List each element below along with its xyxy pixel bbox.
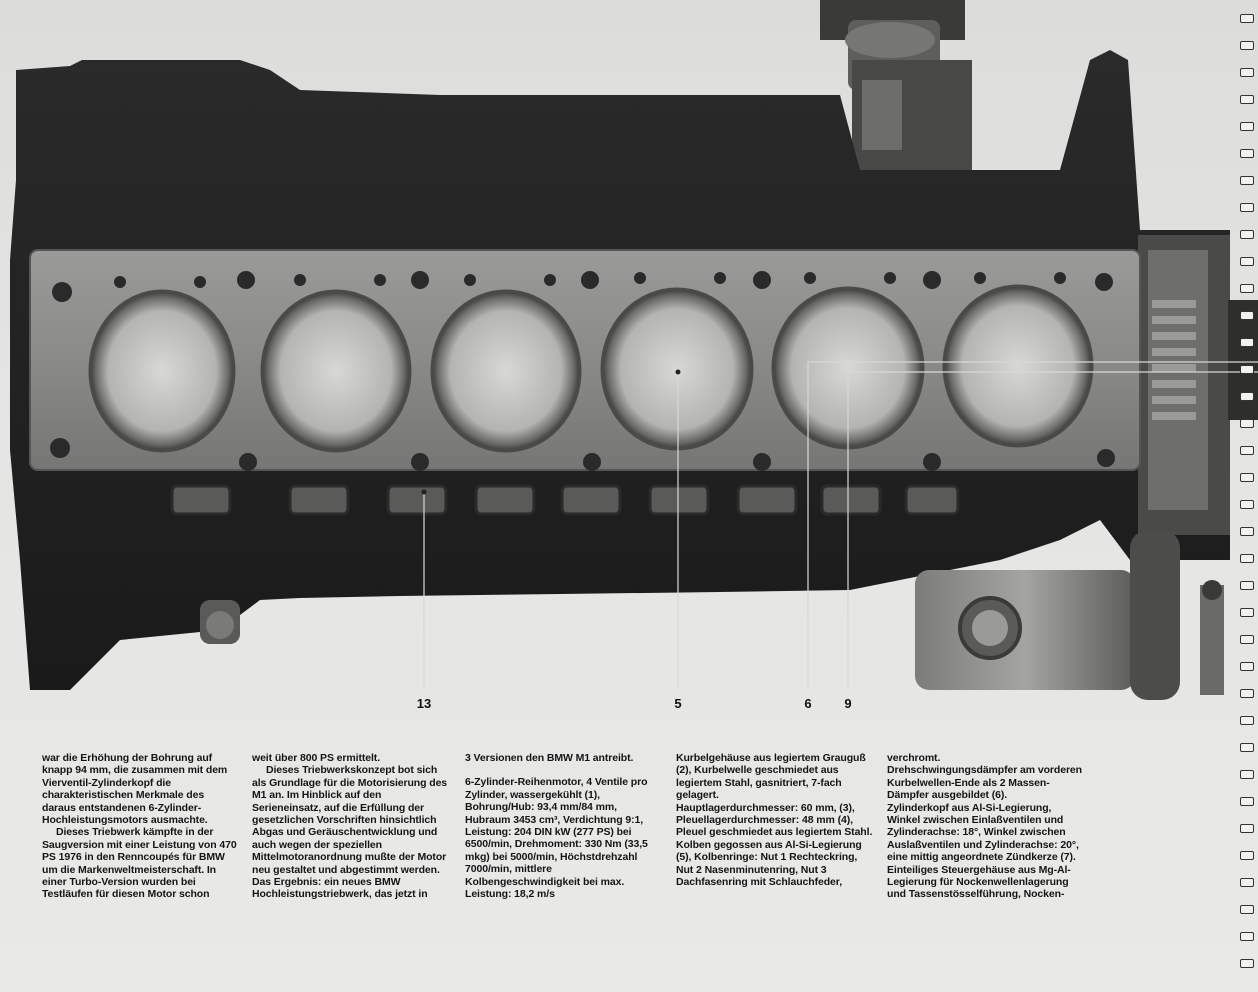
paragraph: 3 Versionen den BMW M1 antreibt. [465, 752, 634, 764]
text-column-3: 3 Versionen den BMW M1 antreibt. 6-Zylin… [465, 752, 663, 900]
binding-ring [1240, 446, 1254, 455]
binding-ring [1240, 905, 1254, 914]
spiral-binding [1236, 0, 1258, 992]
binding-ring [1240, 338, 1254, 347]
binding-ring [1240, 149, 1254, 158]
callout-9: 9 [844, 696, 852, 711]
text-column-5: verchromt. Drehschwingungsdämpfer am vor… [887, 752, 1085, 901]
callout-leaders [423, 361, 1258, 688]
binding-ring [1240, 122, 1254, 131]
binding-ring [1240, 959, 1254, 968]
binding-ring [1240, 932, 1254, 941]
binding-ring [1240, 635, 1254, 644]
text-column-2: weit über 800 PS ermittelt. Dieses Trieb… [252, 752, 450, 901]
binding-ring [1240, 824, 1254, 833]
binding-ring [1240, 257, 1254, 266]
text-column-1: war die Erhöhung der Bohrung auf knapp 9… [42, 752, 240, 901]
binding-ring [1240, 68, 1254, 77]
paragraph: Hauptlagerdurchmesser: 60 mm, (3), Pleue… [676, 801, 873, 839]
binding-ring [1240, 608, 1254, 617]
binding-ring [1240, 797, 1254, 806]
binding-ring [1240, 95, 1254, 104]
paragraph: Kolben gegossen aus Al-Si-Legierung (5),… [676, 838, 862, 889]
text-column-4: Kurbelgehäuse aus legiertem Grauguß (2),… [676, 752, 874, 888]
binding-ring [1240, 365, 1254, 374]
binding-ring [1240, 284, 1254, 293]
gasket-holes [50, 271, 1115, 471]
binding-ring [1240, 176, 1254, 185]
lower-ports [170, 484, 960, 516]
paragraph: 6-Zylinder-Reihenmotor, 4 Ventile pro Zy… [465, 776, 648, 901]
binding-ring [1240, 473, 1254, 482]
paragraph: Dieses Triebwerk kämpfte in der Saugvers… [42, 826, 237, 901]
paragraph: weit über 800 PS ermittelt. [252, 752, 381, 764]
binding-ring [1240, 581, 1254, 590]
paragraph: Drehschwingungsdämpfer am vorderen Kurbe… [887, 764, 1082, 802]
paragraph: Einteiliges Steuergehäuse aus Mg-Al-Legi… [887, 863, 1071, 901]
oil-filter-housing [820, 0, 972, 170]
binding-ring [1240, 311, 1254, 320]
binding-ring [1240, 419, 1254, 428]
binding-ring [1240, 554, 1254, 563]
binding-ring [1240, 662, 1254, 671]
paragraph: verchromt. [887, 752, 941, 764]
paragraph: Kurbelgehäuse aus legiertem Grauguß (2),… [676, 752, 866, 802]
binding-ring [1240, 230, 1254, 239]
binding-ring [1240, 392, 1254, 401]
binding-ring [1240, 716, 1254, 725]
callout-5: 5 [674, 696, 682, 711]
binding-ring [1240, 851, 1254, 860]
cylinder-bores [88, 284, 1094, 453]
paragraph: war die Erhöhung der Bohrung auf knapp 9… [42, 752, 228, 827]
binding-ring [1240, 878, 1254, 887]
binding-ring [1240, 689, 1254, 698]
binding-ring [1240, 14, 1254, 23]
callout-6: 6 [804, 696, 812, 711]
binding-ring [1240, 500, 1254, 509]
binding-ring [1240, 770, 1254, 779]
text-columns: war die Erhöhung der Bohrung auf knapp 9… [42, 752, 1092, 912]
binding-ring [1240, 527, 1254, 536]
paragraph: Dieses Triebwerkskonzept bot sich als Gr… [252, 764, 448, 901]
drain-plug [200, 600, 240, 644]
paragraph: Zylinderkopf aus Al-Si-Legierung, Winkel… [887, 801, 1079, 864]
binding-ring [1240, 41, 1254, 50]
water-pump [915, 530, 1224, 700]
binding-ring [1240, 743, 1254, 752]
binding-ring [1240, 203, 1254, 212]
engine-block-photo [10, 0, 1258, 700]
callout-13: 13 [416, 696, 432, 711]
